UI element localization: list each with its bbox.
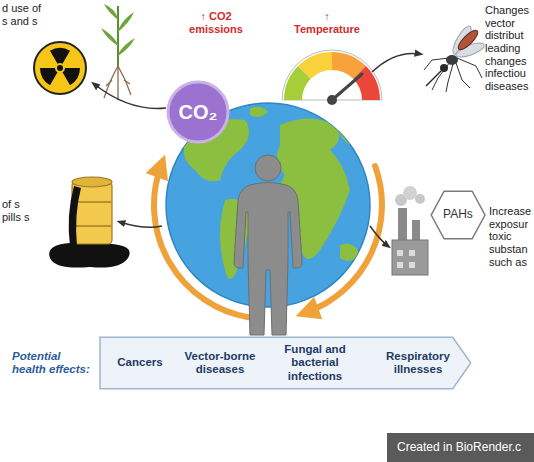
health-effect: Fungal and bacterial infections [272,343,358,383]
health-effect: Vector-borne diseases [178,350,262,376]
watermark-text: Created in BioRender.c [397,441,521,455]
watermark-box: Created in BioRender.c [387,433,534,462]
cropped-note: d use of s and s [2,2,46,27]
co2-text: CO₂ [179,101,218,124]
cropped-note: Changes vector distribut leading changes… [485,4,532,92]
radiation-symbol [34,42,86,94]
health-effects-band: Potential health effects: CancersVector-b… [12,336,472,390]
effect-arrows [94,53,420,246]
factory [392,186,428,275]
change-label: ↑ Temperature [292,10,362,35]
cropped-note: of s pills s [2,198,32,223]
plant [101,4,135,100]
cropped-note: Increase exposur toxic substan such as [489,205,533,268]
change-label: ↑ CO2 emissions [185,10,247,35]
health-effect: Cancers [105,356,175,369]
temperature-gauge [282,50,382,105]
mosquito [424,24,486,92]
co2-circle: CO₂ [166,80,230,144]
human-silhouette [234,155,302,335]
oil-barrel [49,177,129,268]
pahs-hexagon: PAHs [430,190,486,240]
health-effect: Respiratory illnesses [378,350,458,376]
band-heading: Potential health effects: [12,350,96,376]
pahs-text: PAHs [443,208,473,222]
